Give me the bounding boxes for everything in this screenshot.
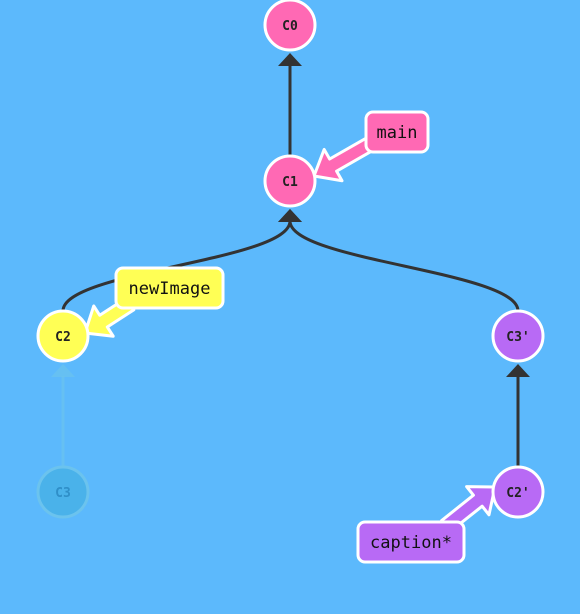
branch-label-main[interactable]: main: [364, 110, 430, 154]
branch-labels-layer: main newImage caption*: [114, 110, 466, 564]
commit-circle: [263, 0, 317, 52]
arrowhead-C2p-C3p: [506, 364, 530, 377]
edge-C3p-C1: [288, 220, 520, 312]
commit-circle: [263, 154, 317, 208]
branch-label-text: caption*: [370, 533, 452, 553]
branch-label-newImage[interactable]: newImage: [114, 266, 225, 310]
commit-node-C0[interactable]: C0: [263, 0, 317, 52]
commit-node-C2[interactable]: C2: [36, 309, 90, 363]
branch-label-caption[interactable]: caption*: [356, 520, 466, 564]
commit-circle: [491, 465, 545, 519]
commit-node-C3[interactable]: C3: [36, 465, 90, 519]
branch-label-text: newImage: [129, 279, 211, 299]
commit-label: C0: [282, 19, 298, 34]
arrowhead-C3-C2: [51, 364, 75, 377]
commit-circle: [36, 309, 90, 363]
commit-label: C2': [506, 486, 529, 501]
branch-label-text: main: [377, 123, 418, 143]
branch-label-box: [364, 110, 430, 154]
commit-label: C1: [282, 175, 298, 190]
edges-layer: [51, 53, 530, 467]
commit-node-C1[interactable]: C1: [263, 154, 317, 208]
branch-arrows-layer: [83, 136, 497, 533]
commit-circle: [36, 465, 90, 519]
commit-circle: [491, 309, 545, 363]
commit-node-C2p[interactable]: C2': [491, 465, 545, 519]
branch-label-box: [356, 520, 466, 564]
commit-label: C3: [55, 486, 71, 501]
branch-arrow-main: [312, 136, 375, 183]
arrowhead-C1-C0: [278, 53, 302, 66]
edge-C2-C1: [61, 220, 292, 312]
commit-label: C3': [506, 330, 529, 345]
commit-node-C3p[interactable]: C3': [491, 309, 545, 363]
branch-arrow-caption: [440, 485, 497, 533]
branch-label-box: [114, 266, 225, 310]
arrowhead-C3p-C1: [278, 209, 302, 222]
commit-label: C2: [55, 330, 71, 345]
